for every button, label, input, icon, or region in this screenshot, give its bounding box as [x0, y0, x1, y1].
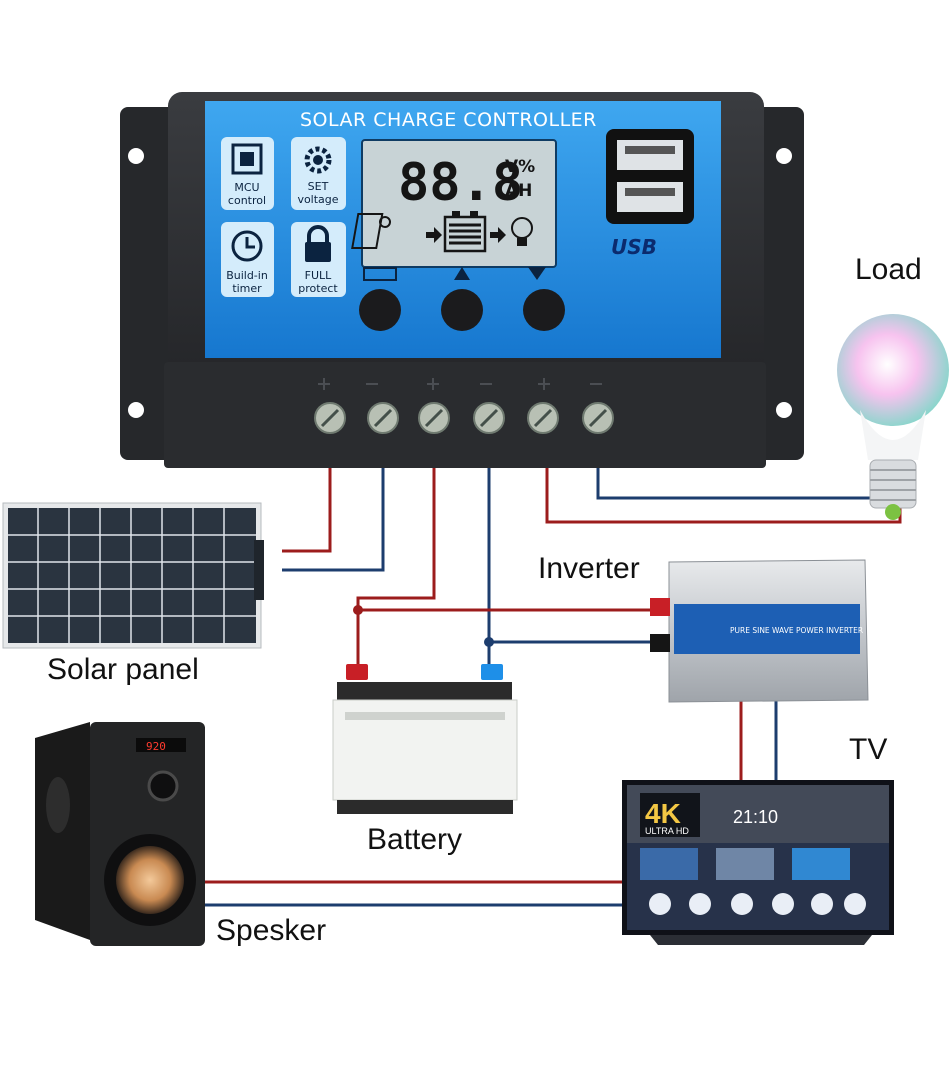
label-load: Load: [855, 253, 922, 286]
terminal-screws: [314, 402, 614, 434]
wire-load-negative: [596, 468, 875, 500]
terminal-markings: [318, 378, 602, 390]
lcd-unit-top: V%: [505, 157, 535, 177]
label-inverter: Inverter: [538, 552, 640, 585]
wires: [205, 468, 902, 907]
wire-solar-positive: [282, 468, 332, 553]
panel-mode-icon: [363, 267, 397, 281]
feature-build-in-timer: Build-in timer: [221, 222, 274, 297]
tv-badge-small: ULTRA HD: [645, 826, 689, 836]
up-button[interactable]: [441, 289, 483, 331]
junction-negative: [484, 637, 494, 647]
usb-ports: USB: [606, 129, 694, 259]
speaker: 920: [35, 722, 205, 946]
junction-positive: [353, 605, 363, 615]
led-bulb: [837, 314, 949, 520]
lcd-digits: 88.8: [398, 153, 523, 213]
mount-hole-icon: [776, 148, 792, 164]
button-icons: [363, 267, 546, 281]
lock-icon: [305, 225, 331, 262]
controller-title: SOLAR CHARGE CONTROLLER: [300, 109, 597, 131]
clock-icon: [231, 230, 263, 262]
label-solar-panel: Solar panel: [47, 653, 199, 686]
mount-hole-icon: [776, 402, 792, 418]
usb-port[interactable]: [617, 182, 683, 212]
mount-hole-icon: [128, 148, 144, 164]
label-speaker: Spesker: [216, 914, 327, 947]
charge-controller: SOLAR CHARGE CONTROLLER MCU control SET …: [120, 92, 804, 468]
label-tv: TV: [849, 733, 888, 766]
lcd-display: 88.8 V% AH: [351, 139, 557, 268]
feature-full-protect: FULL protect: [291, 222, 346, 297]
down-button[interactable]: [523, 289, 565, 331]
inverter-text: PURE SINE WAVE POWER INVERTER: [730, 626, 863, 635]
mount-hole-icon: [128, 402, 144, 418]
television: 4K ULTRA HD 21:10: [622, 780, 894, 945]
arrow-icon: [490, 227, 506, 243]
up-triangle-icon: [454, 267, 470, 280]
label-battery: Battery: [367, 823, 463, 856]
terminal-block: [164, 362, 766, 468]
chip-icon: [231, 143, 263, 175]
feature-label-line1: SET: [308, 180, 329, 193]
feature-label-line1: MCU: [234, 181, 259, 194]
bulb-icon: [511, 217, 533, 246]
wire-load-positive: [545, 468, 902, 524]
power-inverter: PURE SINE WAVE POWER INVERTER: [650, 559, 869, 703]
feature-set-voltage: SET voltage: [291, 137, 346, 210]
feature-mcu-control: MCU control: [221, 137, 274, 210]
solar-panel: [2, 502, 264, 649]
panel-icon: [351, 213, 384, 249]
feature-label-line1: FULL: [305, 269, 333, 282]
car-battery: [332, 664, 518, 814]
gear-icon: [304, 146, 332, 174]
feature-label-line2: timer: [232, 282, 262, 295]
down-triangle-icon: [528, 267, 546, 280]
feature-label-line1: Build-in: [226, 269, 268, 282]
usb-label: USB: [611, 235, 657, 259]
arrow-icon: [426, 227, 442, 243]
wire-solar-negative: [282, 468, 385, 572]
tv-clock: 21:10: [733, 807, 778, 827]
feature-label-line2: voltage: [297, 193, 338, 206]
battery-icon: [443, 211, 487, 253]
lcd-unit-bottom: AH: [505, 181, 532, 201]
feature-label-line2: control: [228, 194, 266, 207]
tv-badge-big: 4K: [645, 798, 681, 829]
speaker-display: 920: [146, 740, 166, 753]
wire-battery-positive: [356, 468, 436, 668]
usb-port[interactable]: [617, 140, 683, 170]
feature-label-line2: protect: [298, 282, 338, 295]
mode-button[interactable]: [359, 289, 401, 331]
